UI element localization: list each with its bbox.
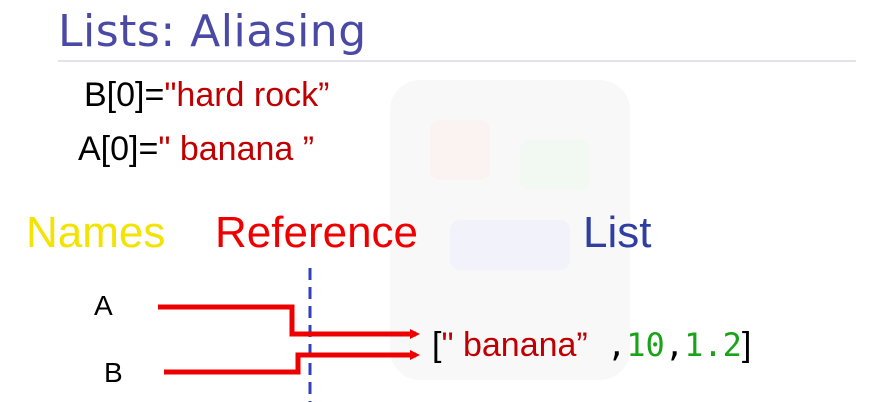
list-close-bracket: ] <box>741 326 752 364</box>
code-prefix: A[0]= <box>78 130 159 168</box>
list-item-string: " banana” <box>441 326 588 364</box>
code-string-value: " banana ” <box>158 130 315 168</box>
slide-title: Lists: Aliasing <box>58 6 367 57</box>
list-separator: , <box>587 326 627 364</box>
names-heading: Names <box>26 208 166 257</box>
list-heading: List <box>583 208 652 257</box>
variable-a-label: A <box>94 290 113 321</box>
variable-b-label: B <box>104 357 123 388</box>
title-divider <box>58 60 856 62</box>
list-item-int: 10 <box>626 326 665 364</box>
list-open-bracket: [ <box>432 326 442 364</box>
reference-heading: Reference <box>215 208 419 257</box>
code-line-a-assign: A[0]=" banana ” <box>78 130 314 169</box>
list-object: [" banana” ,10,1.2] <box>432 326 751 365</box>
code-line-b-assign: B[0]="hard rock” <box>84 76 329 115</box>
list-separator: , <box>664 326 685 364</box>
list-item-float: 1.2 <box>684 326 742 364</box>
arrow-b-to-list <box>164 350 420 375</box>
code-string-value: "hard rock” <box>164 76 330 114</box>
code-prefix: B[0]= <box>84 76 165 114</box>
arrow-a-to-list <box>158 304 420 339</box>
